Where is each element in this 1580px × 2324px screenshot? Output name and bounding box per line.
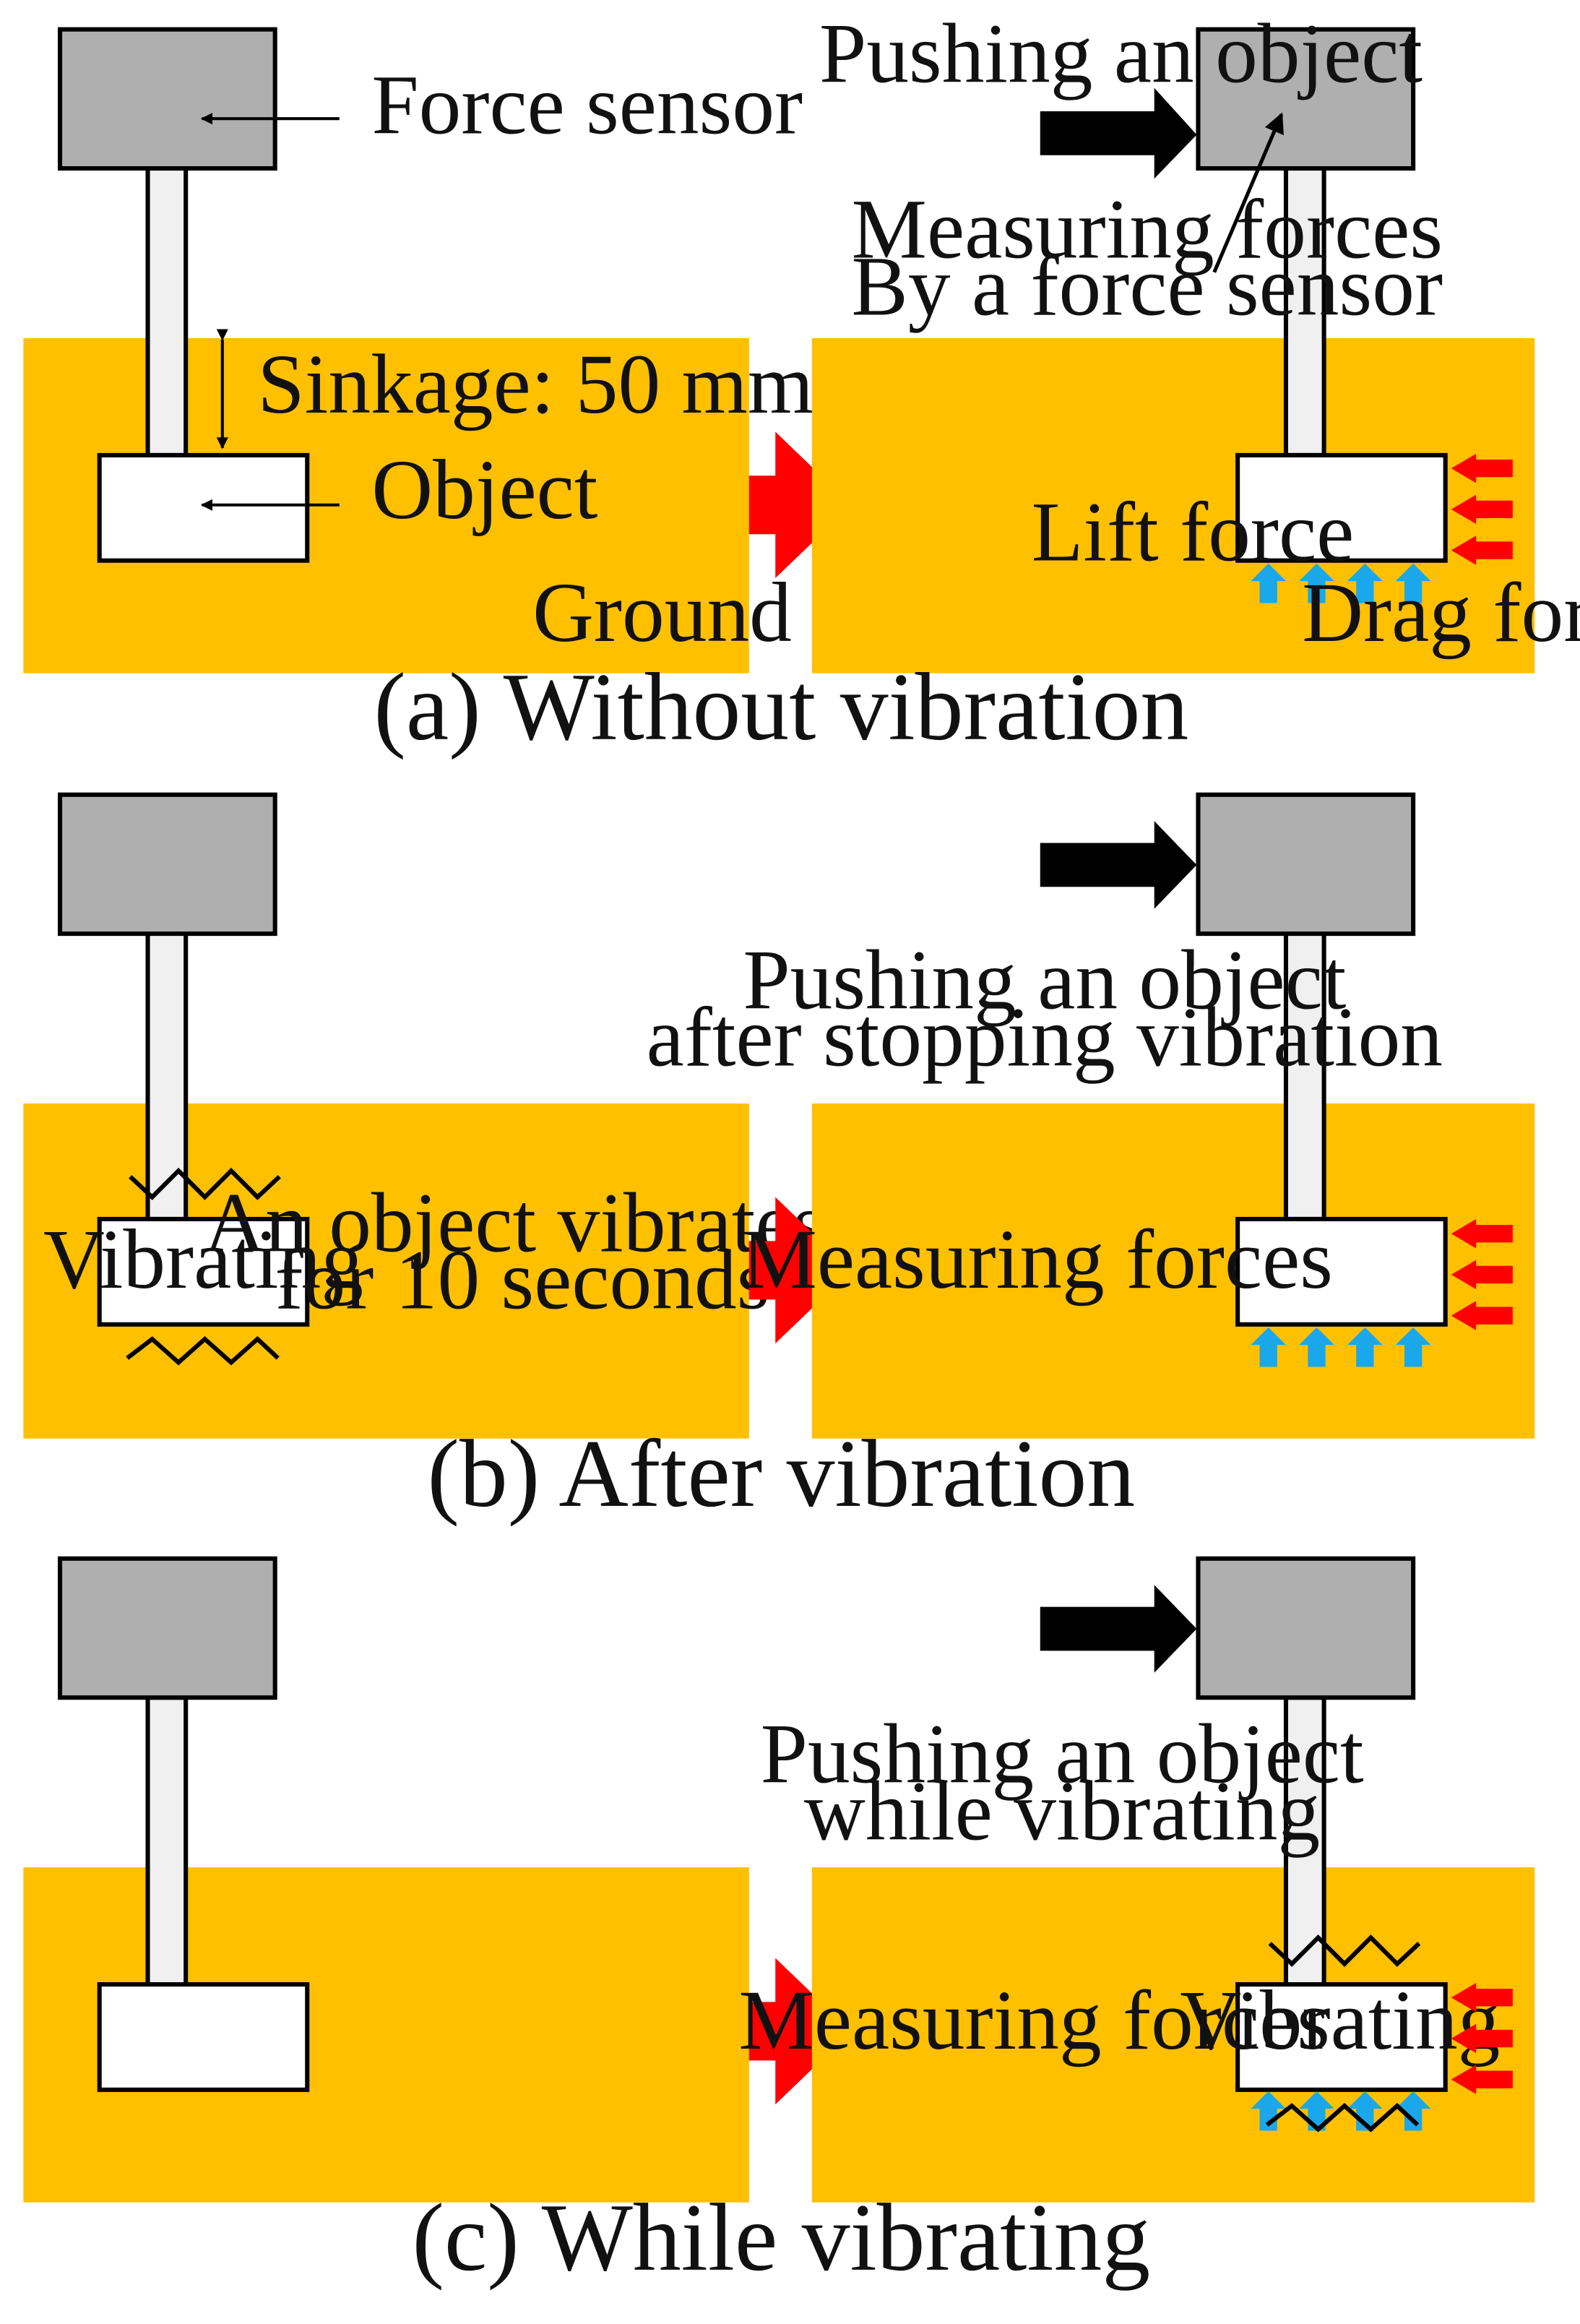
caption-c: (c) While vibrating [412, 2184, 1150, 2291]
transition-arrow [748, 1958, 852, 2105]
lift-arrow [1251, 1327, 1286, 1367]
object-right [1235, 452, 1448, 563]
measuring-label-2: By a force sensor [852, 240, 1443, 334]
measuring-pointer [1212, 112, 1284, 273]
drag-arrows [1451, 1983, 1513, 2094]
vibrates-label-1: An object vibrates [204, 1176, 826, 1270]
object-left [97, 1216, 310, 1327]
drag-arrow [1451, 453, 1513, 483]
drag-arrows [1451, 1218, 1513, 1330]
drag-arrow [1451, 1983, 1513, 2013]
lift-arrow [1347, 563, 1383, 603]
force-sensor-left [57, 27, 277, 171]
object-left [97, 1982, 310, 2092]
vibrating-label: Vibrating [1180, 1974, 1500, 2067]
pushing-label-2: after stopping vibration [647, 990, 1443, 1084]
force-sensor-right [1196, 1556, 1416, 1700]
vibration-zigzag-bottom [1265, 2103, 1420, 2133]
vibration-zigzag-top [1268, 1934, 1421, 1967]
measuring-label: Measuring forces [738, 1974, 1330, 2067]
drag-arrow [1451, 1260, 1513, 1290]
rod-left [145, 930, 189, 1222]
caption-b: (b) After vibration [427, 1420, 1135, 1527]
panel-b: Vibrating An object vibrates for 10 seco… [23, 792, 1535, 1527]
panel-c: Pushing an object while vibrating Vibrat… [23, 1556, 1535, 2291]
drag-arrow [1451, 1218, 1513, 1249]
drag-arrow [1451, 2065, 1513, 2094]
lift-arrow [1395, 1327, 1431, 1367]
force-sensor-left [57, 1556, 277, 1700]
object-right [1235, 1216, 1448, 1327]
pushing-label-1: Pushing an object [743, 933, 1346, 1027]
lift-arrow [1251, 2091, 1286, 2131]
pushing-label-1: Pushing an object [761, 1708, 1364, 1802]
panel-a: Force sensor Sinkage: 50 mm, 70 mm Objec… [23, 7, 1580, 760]
force-sensor-right [1196, 27, 1416, 171]
vibrates-label-2: for 10 seconds [275, 1234, 769, 1327]
lift-arrow [1299, 563, 1334, 603]
drag-arrow [1451, 2023, 1513, 2054]
object-left [97, 452, 310, 563]
rod-left [145, 1695, 189, 1987]
vibration-zigzag-top [129, 1167, 281, 1200]
lift-arrow [1347, 1327, 1383, 1367]
drag-force-label: Drag force [1302, 566, 1580, 660]
force-sensor-right [1196, 792, 1416, 937]
vibration-zigzag-bottom [126, 1335, 280, 1366]
lift-arrow [1347, 2091, 1383, 2131]
vibrating-label: Vibrating [43, 1213, 363, 1307]
pushing-label-2: while vibrating [804, 1765, 1320, 1859]
transition-arrow [748, 1197, 852, 1344]
rod-left [145, 165, 189, 457]
object-right [1235, 1982, 1448, 2092]
lift-arrows [1251, 563, 1431, 603]
lift-force-label: Lift force [1032, 486, 1355, 580]
lift-arrow [1395, 2091, 1431, 2131]
rod-right [1283, 930, 1326, 1222]
caption-a: (a) Without vibration [374, 653, 1188, 760]
pushing-label: Pushing an object [819, 7, 1423, 101]
drag-arrow [1451, 535, 1513, 565]
push-arrow [1040, 87, 1197, 179]
push-arrow [1040, 1585, 1197, 1673]
force-sensor-left [57, 792, 277, 937]
drag-arrow [1451, 494, 1513, 525]
object-label: Object [371, 443, 597, 537]
lift-arrow [1251, 563, 1286, 603]
lift-arrow [1299, 1327, 1334, 1367]
lift-arrows [1251, 1327, 1431, 1367]
ground-label: Ground [532, 566, 792, 660]
measuring-label: Measuring forces [741, 1213, 1333, 1307]
force-sensor-label: Force sensor [371, 58, 803, 152]
drag-arrows [1451, 453, 1513, 565]
measuring-label-1: Measuring forces [852, 183, 1443, 277]
drag-arrow [1451, 1301, 1513, 1330]
push-arrow [1040, 821, 1197, 909]
transition-arrow [748, 431, 852, 579]
lift-arrow [1395, 563, 1431, 603]
